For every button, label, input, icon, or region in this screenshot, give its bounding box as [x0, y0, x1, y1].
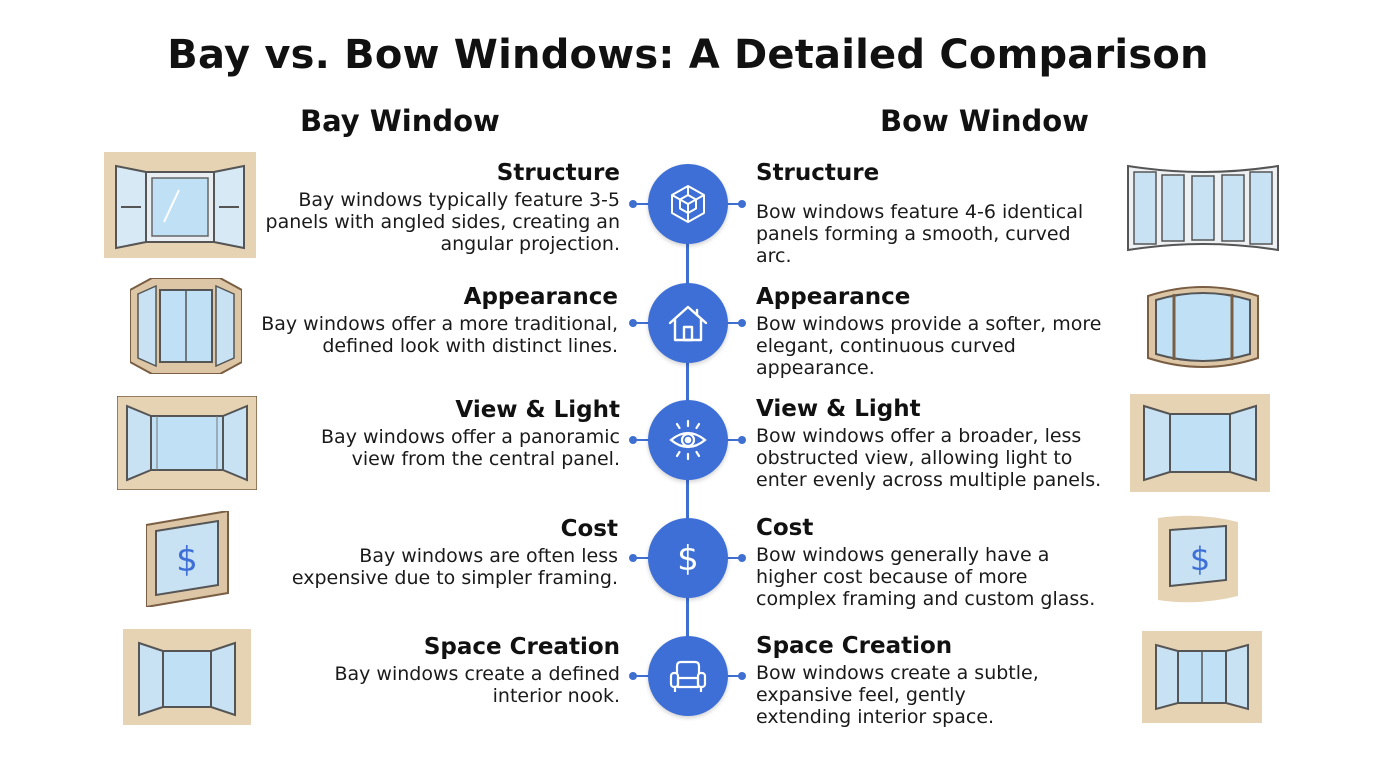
- bow-appearance-block: Appearance Bow windows provide a softer,…: [756, 284, 1116, 379]
- bay-view-block: View & Light Bay windows offer a panoram…: [290, 397, 620, 470]
- bow-structure-block: Structure Bow windows feature 4-6 identi…: [756, 160, 1096, 267]
- bow-view-heading: View & Light: [756, 396, 921, 422]
- bow-cost-text: Bow windows generally have a higher cost…: [756, 544, 1096, 610]
- bow-appearance-illustration: [1146, 282, 1260, 372]
- house-icon: [668, 305, 708, 342]
- bow-cost-illustration: $: [1156, 514, 1240, 604]
- bay-cost-text: Bay windows are often less expensive due…: [291, 545, 618, 589]
- svg-text:$: $: [677, 539, 699, 579]
- eye-icon: [669, 419, 707, 461]
- svg-text:$: $: [1190, 540, 1210, 578]
- connector-dot: [738, 554, 746, 562]
- bay-structure-block: Structure Bay windows typically feature …: [258, 160, 620, 255]
- connector-left: [634, 557, 650, 559]
- armchair-icon: [669, 660, 707, 692]
- bay-cost-block: Cost Bay windows are often less expensiv…: [258, 516, 618, 589]
- bow-space-block: Space Creation Bow windows create a subt…: [756, 633, 1056, 728]
- connector-right: [726, 322, 742, 324]
- connector-dot: [738, 436, 746, 444]
- appearance-node: [648, 283, 728, 363]
- cost-node: $: [648, 518, 728, 598]
- connector-left: [634, 439, 650, 441]
- bay-appearance-illustration: [130, 278, 242, 374]
- connector-dot: [629, 554, 637, 562]
- bow-appearance-text: Bow windows provide a softer, more elega…: [756, 313, 1102, 379]
- svg-text:$: $: [176, 540, 198, 580]
- bay-cost-illustration: $: [146, 511, 230, 607]
- connector-dot: [629, 200, 637, 208]
- bay-structure-illustration: [104, 152, 256, 258]
- bay-appearance-block: Appearance Bay windows offer a more trad…: [258, 284, 618, 357]
- bow-structure-text: Bow windows feature 4-6 identical panels…: [756, 201, 1084, 267]
- connector-right: [726, 557, 742, 559]
- bay-view-heading: View & Light: [455, 397, 620, 423]
- bow-view-text: Bow windows offer a broader, less obstru…: [756, 425, 1102, 491]
- bay-space-text: Bay windows create a defined interior no…: [334, 663, 620, 707]
- bay-appearance-heading: Appearance: [463, 284, 618, 310]
- bow-space-text: Bow windows create a subtle, expansive f…: [756, 662, 1039, 728]
- bow-structure-heading: Structure: [756, 160, 880, 186]
- cube-icon: [671, 185, 705, 223]
- space-creation-node: [648, 636, 728, 716]
- view-light-node: [648, 400, 728, 480]
- bay-view-illustration: [117, 396, 257, 490]
- bow-appearance-heading: Appearance: [756, 284, 911, 310]
- bay-space-block: Space Creation Bay windows create a defi…: [310, 634, 620, 707]
- page-title: Bay vs. Bow Windows: A Detailed Comparis…: [167, 32, 1209, 78]
- connector-left: [634, 322, 650, 324]
- connector-right: [726, 203, 742, 205]
- bay-view-text: Bay windows offer a panoramic view from …: [321, 426, 620, 470]
- connector-dot: [738, 200, 746, 208]
- bay-space-illustration: [123, 629, 251, 725]
- connector-left: [634, 675, 650, 677]
- bow-structure-illustration: [1126, 164, 1280, 252]
- bow-cost-block: Cost Bow windows generally have a higher…: [756, 515, 1101, 610]
- bow-window-heading: Bow Window: [880, 104, 1089, 138]
- bay-window-heading: Bay Window: [300, 104, 500, 138]
- bay-appearance-text: Bay windows offer a more traditional, de…: [261, 313, 618, 357]
- connector-dot: [629, 436, 637, 444]
- bow-view-illustration: [1130, 394, 1270, 492]
- bow-space-illustration: [1142, 631, 1262, 723]
- bow-cost-heading: Cost: [756, 515, 814, 541]
- connector-right: [726, 439, 742, 441]
- bow-view-block: View & Light Bow windows offer a broader…: [756, 396, 1116, 491]
- connector-dot: [629, 319, 637, 327]
- bay-space-heading: Space Creation: [423, 634, 620, 660]
- connector-left: [634, 203, 650, 205]
- connector-dot: [738, 319, 746, 327]
- bow-space-heading: Space Creation: [756, 633, 953, 659]
- connector-dot: [738, 672, 746, 680]
- bay-cost-heading: Cost: [560, 516, 618, 542]
- connector-right: [726, 675, 742, 677]
- connector-dot: [629, 672, 637, 680]
- structure-node: [648, 164, 728, 244]
- bay-structure-text: Bay windows typically feature 3-5 panels…: [265, 189, 620, 255]
- bay-structure-heading: Structure: [496, 160, 620, 186]
- dollar-icon: $: [677, 539, 699, 579]
